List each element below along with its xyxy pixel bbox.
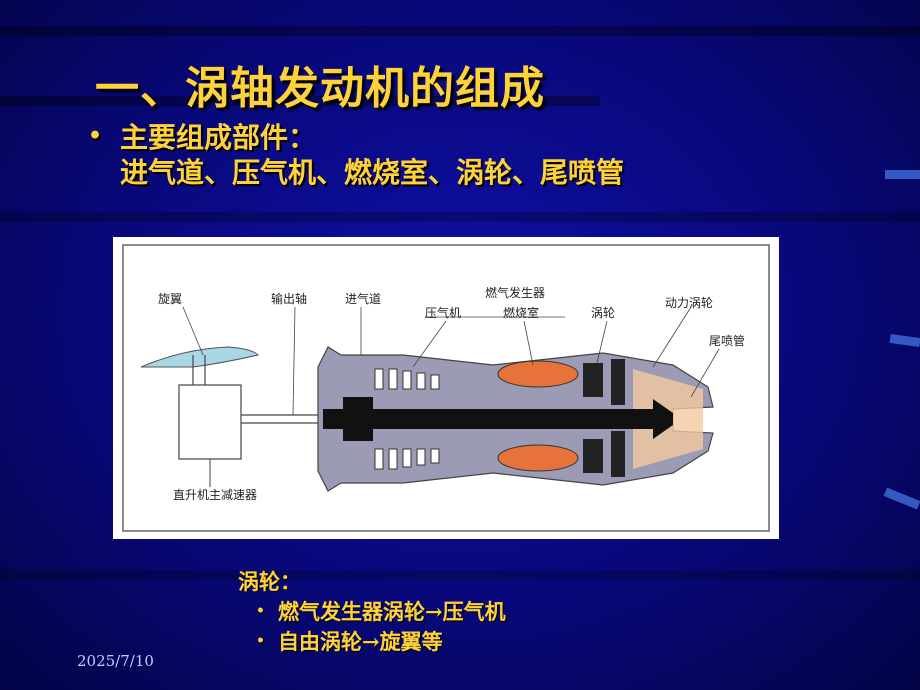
notes-heading: 涡轮： — [238, 569, 301, 594]
turbine-disc — [583, 439, 603, 473]
main-shaft — [323, 409, 653, 429]
decor-stripe — [0, 570, 920, 580]
label-output-shaft: 输出轴 — [271, 291, 307, 306]
engine-diagram-svg: 旋翼 输出轴 进气道 燃气发生器 压气机 燃烧室 涡轮 动力涡轮 尾喷管 直升机… — [122, 244, 770, 532]
page-title: 一、涡轴发动机的组成 — [95, 63, 545, 114]
compressor-stages — [374, 368, 440, 470]
bullet-dot-icon: • — [88, 123, 103, 149]
engine-diagram: 旋翼 输出轴 进气道 燃气发生器 压气机 燃烧室 涡轮 动力涡轮 尾喷管 直升机… — [113, 237, 779, 539]
notes-item: • 燃气发生器涡轮→压气机 — [256, 596, 506, 626]
leader-lines — [182, 306, 720, 416]
bullet-heading: 主要组成部件： — [120, 121, 317, 154]
shaft-hub — [343, 397, 373, 441]
notes-item-text: 燃气发生器涡轮→压气机 — [278, 599, 506, 624]
bullet-dot-icon: • — [256, 633, 265, 649]
decor-stripe — [0, 212, 920, 222]
decor-stripe — [0, 26, 920, 36]
shaft-tail — [653, 399, 673, 439]
turbine-disc — [583, 363, 603, 397]
label-turbine: 涡轮 — [591, 306, 615, 320]
power-turbine-disc — [611, 359, 625, 405]
label-compressor: 压气机 — [425, 305, 461, 320]
notes-item-text: 自由涡轮→旋翼等 — [278, 629, 443, 654]
combustor-lower — [497, 444, 579, 472]
decor-stripe — [0, 96, 600, 106]
label-gearbox: 直升机主减速器 — [173, 488, 257, 502]
label-power-turbine: 动力涡轮 — [665, 296, 713, 310]
diagram-frame — [122, 244, 770, 532]
decor-dash — [885, 170, 920, 179]
label-nozzle: 尾喷管 — [709, 333, 745, 348]
turbine-notes: 涡轮： • 燃气发生器涡轮→压气机 • 自由涡轮→旋翼等 — [238, 566, 506, 656]
label-rotor: 旋翼 — [158, 292, 182, 306]
slide-date: 2025/7/10 — [77, 652, 154, 670]
label-gas-generator: 燃气发生器 — [485, 285, 545, 300]
gearbox-shape — [178, 384, 242, 460]
combustor-upper — [497, 360, 579, 388]
bullet-detail: 进气道、压气机、燃烧室、涡轮、尾喷管 — [120, 156, 625, 189]
bullet-dot-icon: • — [256, 603, 265, 619]
label-combustor: 燃烧室 — [503, 305, 539, 320]
notes-item: • 自由涡轮→旋翼等 — [256, 626, 506, 656]
bullet-item: • 主要组成部件： — [88, 118, 624, 154]
power-turbine-disc — [611, 431, 625, 477]
bullet-block: • 主要组成部件： 进气道、压气机、燃烧室、涡轮、尾喷管 — [88, 118, 624, 192]
label-inlet: 进气道 — [345, 291, 381, 306]
rotor-blade-shape — [140, 346, 259, 368]
